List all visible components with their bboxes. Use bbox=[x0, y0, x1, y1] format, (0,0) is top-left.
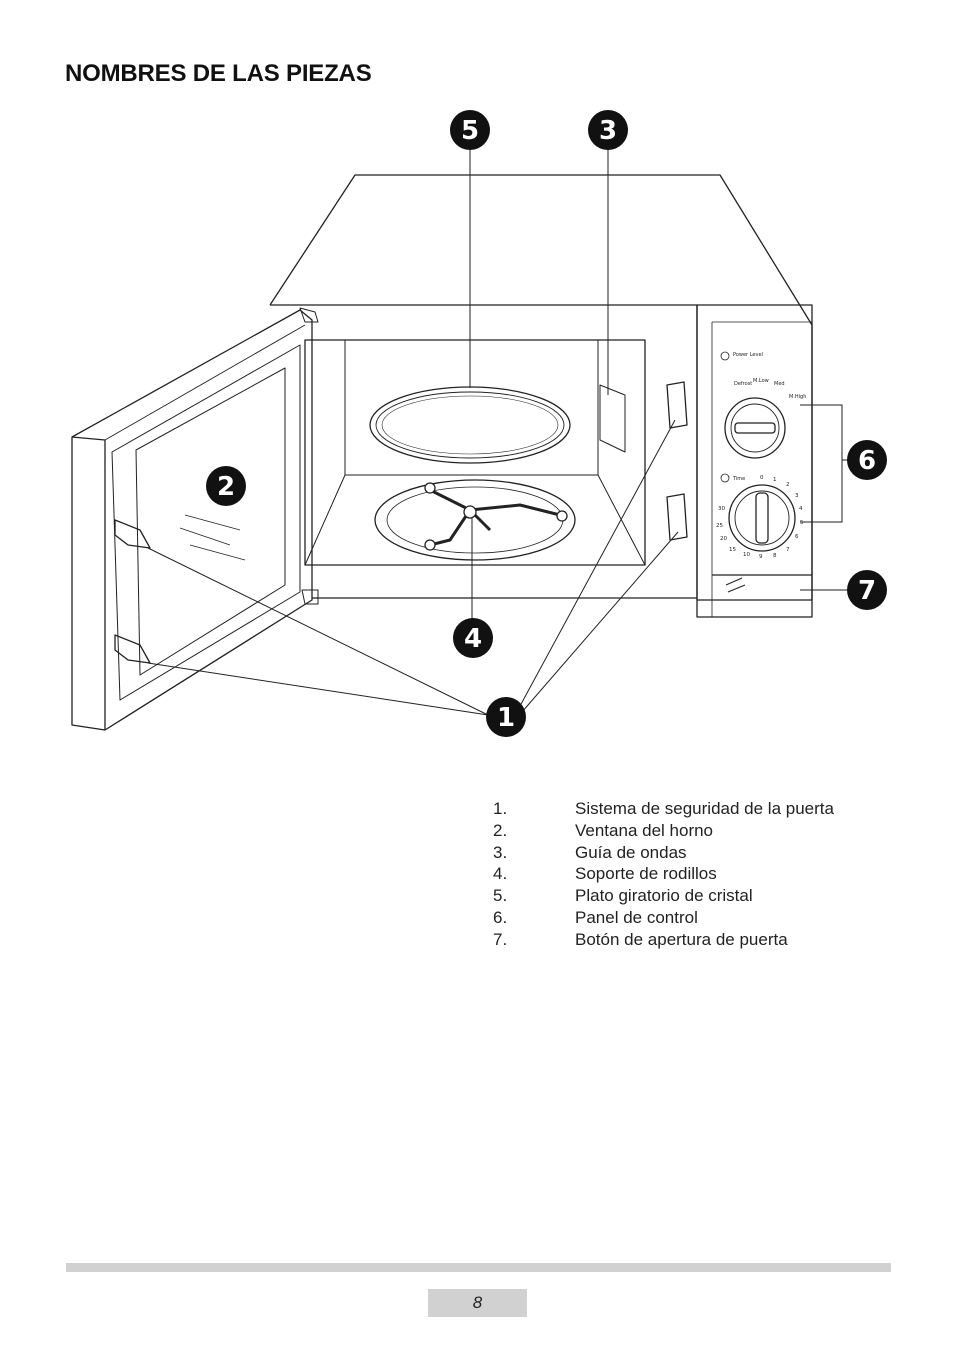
callout-5: 5 bbox=[450, 110, 490, 150]
svg-text:10: 10 bbox=[743, 552, 750, 558]
list-item: 6.Panel de control bbox=[493, 907, 698, 927]
callout-2: 2 bbox=[206, 466, 246, 506]
waveguide-cover bbox=[599, 384, 626, 453]
microwave-diagram: Power Level Defrost M.Low Med M.High Tim… bbox=[71, 110, 887, 737]
list-item: 7.Botón de apertura de puerta bbox=[493, 929, 788, 949]
footer-divider bbox=[66, 1263, 891, 1272]
oven-cavity bbox=[304, 339, 646, 566]
svg-text:1: 1 bbox=[497, 703, 515, 733]
svg-text:3: 3 bbox=[795, 493, 799, 499]
svg-text:25: 25 bbox=[716, 523, 723, 529]
oven-door bbox=[71, 309, 313, 731]
svg-text:6: 6 bbox=[795, 534, 799, 540]
callout-6: 6 bbox=[847, 440, 887, 480]
list-item: 3.Guía de ondas bbox=[493, 842, 687, 862]
time-label: Time bbox=[732, 476, 745, 482]
list-item: 1.Sistema de seguridad de la puerta bbox=[493, 799, 834, 818]
svg-text:4: 4 bbox=[799, 506, 803, 512]
svg-text:7: 7 bbox=[858, 576, 876, 606]
svg-text:2: 2 bbox=[217, 472, 235, 502]
svg-text:20: 20 bbox=[720, 536, 727, 542]
svg-text:8: 8 bbox=[773, 553, 777, 559]
svg-text:0: 0 bbox=[760, 475, 764, 481]
control-panel bbox=[696, 304, 813, 618]
svg-text:5: 5 bbox=[800, 520, 804, 526]
list-item: 2.Ventana del horno bbox=[493, 820, 714, 840]
power-level-dial bbox=[724, 397, 786, 459]
list-item: 4.Soporte de rodillos bbox=[493, 864, 717, 884]
svg-text:M.Low: M.Low bbox=[753, 378, 769, 384]
door-release-button bbox=[725, 577, 746, 593]
svg-text:30: 30 bbox=[718, 506, 725, 512]
svg-text:6: 6 bbox=[858, 446, 876, 476]
svg-text:4: 4 bbox=[464, 624, 482, 654]
roller-ring bbox=[374, 479, 576, 561]
power-level-label: Power Level bbox=[733, 352, 763, 358]
svg-text:7: 7 bbox=[786, 547, 790, 553]
callout-7: 7 bbox=[847, 570, 887, 610]
timer-dial bbox=[728, 484, 796, 552]
callout-4: 4 bbox=[453, 618, 493, 658]
svg-text:9: 9 bbox=[759, 554, 763, 560]
parts-list: 1.Sistema de seguridad de la puerta 2.Ve… bbox=[493, 798, 834, 951]
svg-text:2: 2 bbox=[786, 482, 790, 488]
callout-1: 1 bbox=[486, 697, 526, 737]
page-number: 8 bbox=[428, 1289, 527, 1317]
page-title: NOMBRES DE LAS PIEZAS bbox=[65, 60, 372, 87]
callout-3: 3 bbox=[588, 110, 628, 150]
svg-text:Med: Med bbox=[774, 381, 785, 387]
svg-text:1: 1 bbox=[773, 477, 777, 483]
cabinet-top bbox=[269, 174, 813, 601]
glass-turntable bbox=[369, 386, 571, 464]
svg-text:M.High: M.High bbox=[789, 394, 806, 400]
svg-text:3: 3 bbox=[599, 116, 617, 146]
svg-text:Defrost: Defrost bbox=[734, 381, 752, 387]
door-window bbox=[135, 367, 286, 676]
svg-text:5: 5 bbox=[461, 116, 479, 146]
list-item: 5.Plato giratorio de cristal bbox=[493, 886, 753, 906]
svg-text:15: 15 bbox=[729, 547, 736, 553]
